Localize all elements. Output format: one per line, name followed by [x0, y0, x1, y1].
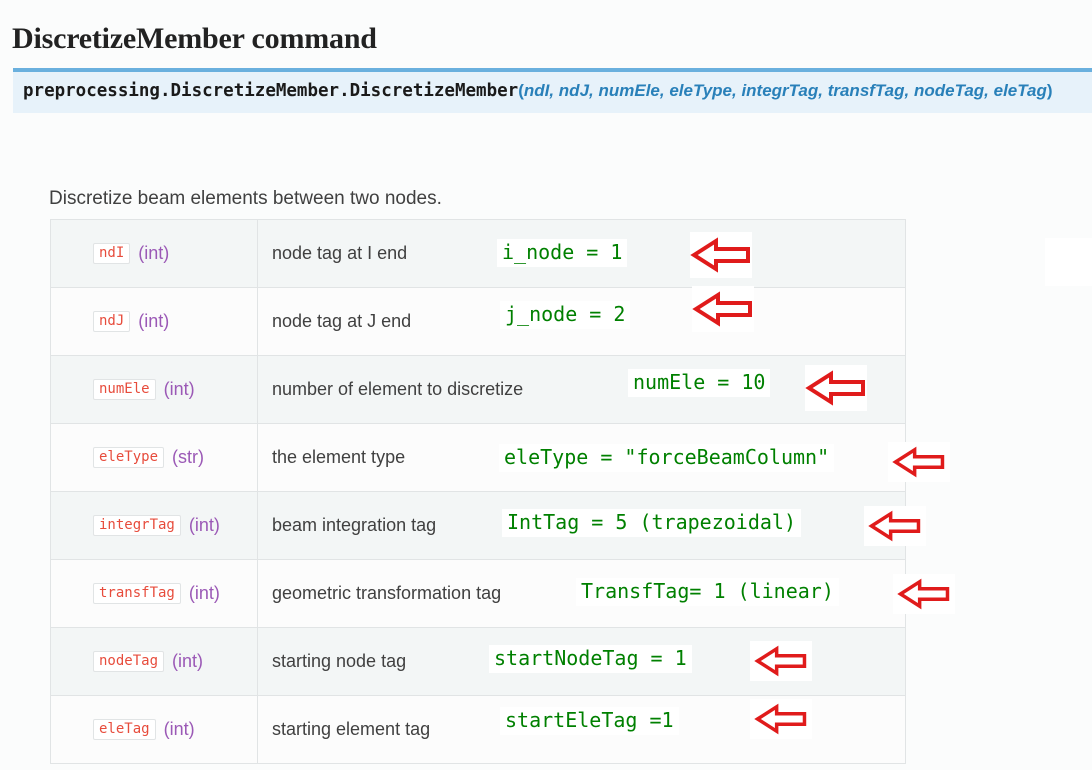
table-row: ndI (int) node tag at I end [50, 219, 906, 288]
arrow-left-icon [690, 232, 752, 278]
param-name-cell: nodeTag (int) [50, 627, 258, 696]
command-signature-block: preprocessing.DiscretizeMember.Discretiz… [13, 68, 1092, 114]
param-type: (int) [163, 379, 195, 399]
signature-open-paren: ( [518, 81, 524, 100]
annotation-label-eletag: startEleTag =1 [500, 707, 679, 735]
param-name: nodeTag [93, 651, 165, 672]
annotation-label-eletype: eleType = "forceBeamColumn" [499, 444, 835, 472]
param-name-cell: ndJ (int) [50, 287, 258, 356]
param-description: geometric transformation tag [272, 583, 502, 603]
command-description: Discretize beam elements between two nod… [49, 188, 442, 209]
param-name-cell: transfTag (int) [50, 559, 258, 628]
signature-parameter-list: ndI, ndJ, numEle, eleType, integrTag, tr… [523, 81, 1047, 100]
annotation-label-ndi: i_node = 1 [497, 239, 628, 267]
param-type: (int) [138, 243, 170, 263]
arrow-left-icon [750, 641, 812, 681]
param-description: starting element tag [272, 719, 431, 739]
param-type: (int) [188, 583, 220, 603]
annotation-label-numele: numEle = 10 [628, 369, 771, 397]
param-desc-cell: number of element to discretize [257, 355, 906, 424]
param-description: node tag at J end [272, 311, 412, 331]
parameter-table-body: ndI (int) node tag at I end ndJ (int) node… [50, 219, 906, 764]
signature-qualified-name: preprocessing.DiscretizeMember.Discretiz… [23, 81, 519, 101]
arrow-left-icon [692, 286, 754, 332]
param-type: (int) [188, 515, 220, 535]
table-row: integrTag (int) beam integration tag [50, 491, 906, 560]
param-type: (int) [172, 651, 204, 671]
arrow-left-icon [893, 574, 955, 614]
param-name-cell: integrTag (int) [50, 491, 258, 560]
white-rectangle-artifact [1045, 238, 1092, 286]
param-name: ndI [93, 243, 131, 264]
param-name: eleTag [93, 719, 156, 740]
signature-close-paren: ) [1046, 81, 1053, 100]
annotation-label-nodetag: startNodeTag = 1 [489, 645, 692, 673]
param-name-cell: ndI (int) [50, 219, 258, 288]
parameter-table: ndI (int) node tag at I end ndJ (int) node… [50, 219, 906, 764]
param-name-cell: eleType (str) [50, 423, 258, 492]
param-name: ndJ [93, 311, 131, 332]
page-title: DiscretizeMember command [12, 22, 377, 56]
table-row: numEle (int) number of element to discret… [50, 355, 906, 424]
param-name-cell: eleTag (int) [50, 695, 258, 764]
param-description: beam integration tag [272, 515, 437, 535]
table-row: ndJ (int) node tag at J end [50, 287, 906, 356]
param-name: integrTag [93, 515, 181, 536]
arrow-left-icon [750, 699, 812, 739]
param-desc-cell: node tag at J end [257, 287, 906, 356]
param-type: (int) [163, 719, 195, 739]
param-name: transfTag [93, 583, 181, 604]
param-name: numEle [93, 379, 156, 400]
annotation-label-ndj: j_node = 2 [500, 301, 631, 329]
param-description: starting node tag [272, 651, 407, 671]
arrow-left-icon [864, 506, 926, 546]
param-description: the element type [272, 447, 406, 467]
arrow-left-icon [888, 442, 950, 482]
arrow-left-icon [805, 365, 867, 411]
param-type: (int) [138, 311, 170, 331]
param-description: number of element to discretize [272, 379, 524, 399]
param-description: node tag at I end [272, 243, 408, 263]
param-type: (str) [172, 447, 204, 467]
annotation-label-transftag: TransfTag= 1 (linear) [576, 578, 839, 606]
param-name-cell: numEle (int) [50, 355, 258, 424]
annotation-label-integrtag: IntTag = 5 (trapezoidal) [502, 509, 801, 537]
param-name: eleType [93, 447, 165, 468]
